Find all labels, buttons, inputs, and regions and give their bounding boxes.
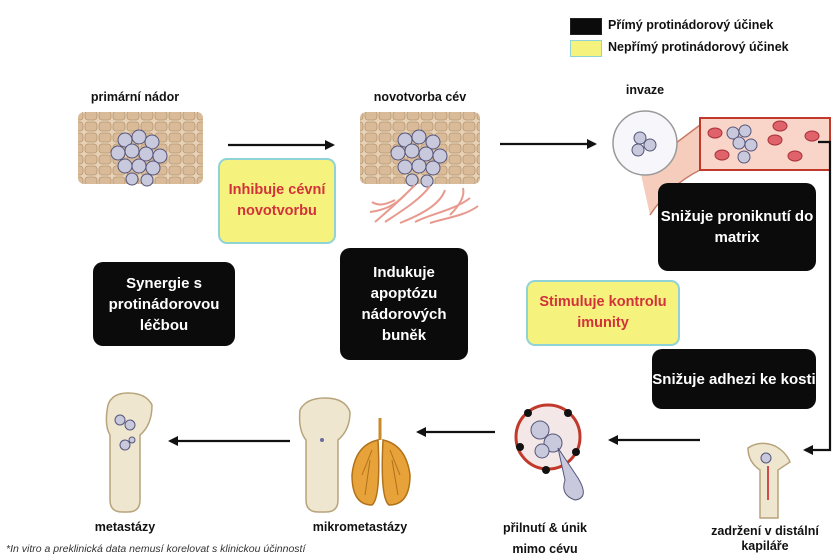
metastases-illustration [106,393,152,512]
footnote: *In vitro a preklinická data nemusí kore… [6,543,305,555]
effect-bone-adhesion: Snižuje adhezi ke kosti [652,349,816,409]
primary-tumor-illustration [78,112,203,186]
micrometastases-illustration [300,398,410,512]
angiogenesis-illustration [360,112,480,223]
capillary-bone-illustration [748,443,790,518]
effect-synergy: Synergie s protinádorovou léčbou [93,262,235,346]
effect-apoptosis: Indukuje apoptózu nádorových buněk [340,248,468,360]
effect-reduce-penetration: Snižuje proniknutí do matrix [658,183,816,271]
extravasation-illustration [516,405,583,500]
effect-immunity: Stimuluje kontrolu imunity [526,280,680,346]
effect-inhibit-angiogenesis: Inhibuje cévní novotvorbu [218,158,336,244]
